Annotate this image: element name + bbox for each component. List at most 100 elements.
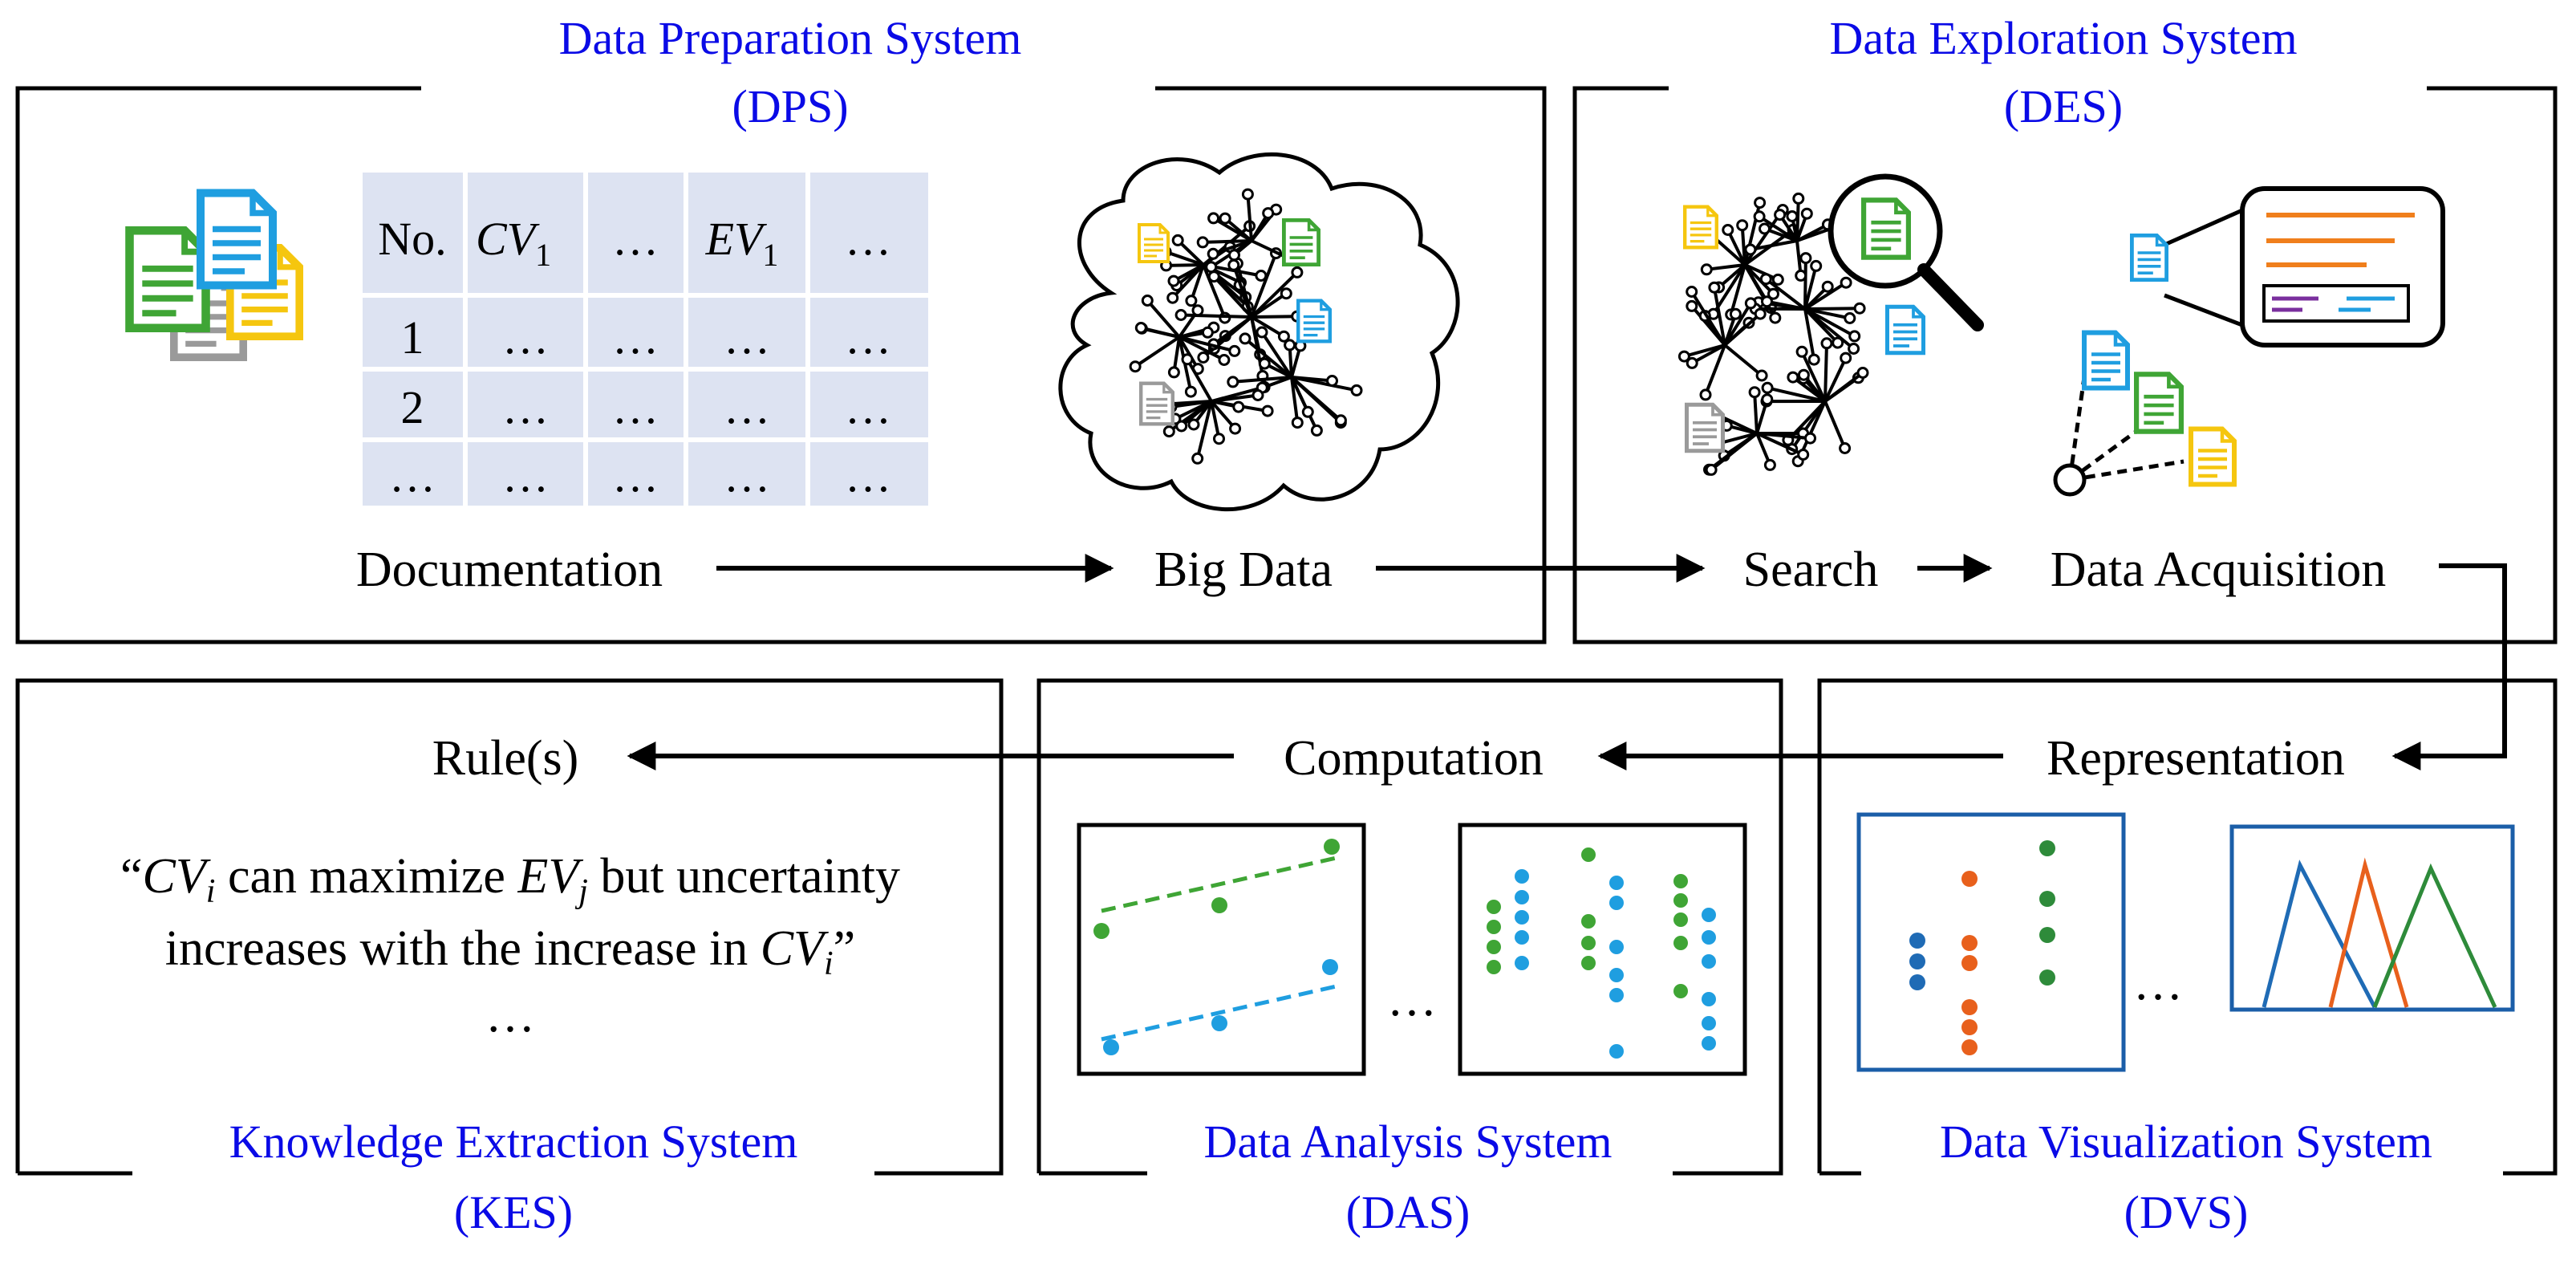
- strip-plot: [1458, 823, 1747, 1076]
- network-node: [1848, 343, 1860, 355]
- das-abbr: (DAS): [1346, 1186, 1471, 1238]
- network-node: [1218, 354, 1231, 366]
- network-node: [1767, 287, 1779, 300]
- network-node: [1291, 417, 1304, 429]
- network-edge: [1690, 291, 1726, 347]
- network-node: [1761, 381, 1774, 394]
- table-cell: …: [389, 449, 436, 502]
- network-edge: [1291, 376, 1333, 383]
- network-node: [1185, 295, 1198, 307]
- network-edge: [1765, 278, 1807, 311]
- network-node: [1326, 375, 1338, 387]
- das-frame: [1036, 678, 1783, 1176]
- network-node: [1754, 197, 1767, 209]
- das-title: Data Analysis System: [1203, 1116, 1612, 1168]
- label-representation: Representation: [2047, 731, 2345, 786]
- network-node: [1219, 212, 1231, 225]
- network-node: [1256, 326, 1268, 339]
- table-cell: …: [612, 381, 659, 433]
- network-node: [1191, 304, 1204, 317]
- network-node: [1800, 207, 1813, 220]
- network-node: [1197, 352, 1210, 364]
- network-node: [1699, 388, 1712, 401]
- network-edge: [1729, 264, 1746, 315]
- dps-frame: [15, 86, 1547, 644]
- quote-line-1: “CVi can maximize EVj but uncertainty: [120, 849, 900, 910]
- network-node: [1175, 420, 1188, 433]
- network-node: [1334, 414, 1347, 427]
- network-node: [1820, 337, 1833, 350]
- network-edge: [1759, 215, 1799, 242]
- network-edge: [1231, 264, 1253, 318]
- network-edge: [1178, 335, 1235, 353]
- table-cell: …: [612, 449, 659, 502]
- network-node: [1350, 384, 1363, 396]
- network-node: [1761, 393, 1774, 406]
- network-edge: [1712, 287, 1726, 346]
- network-edge: [1804, 307, 1856, 338]
- network-node: [1167, 366, 1180, 379]
- document-icon: [1888, 307, 1924, 353]
- document-icon: [2136, 374, 2181, 431]
- network-node: [1229, 422, 1242, 435]
- network-node: [1744, 297, 1757, 310]
- document-icon: [1138, 223, 1170, 263]
- label-computation: Computation: [1284, 731, 1544, 786]
- network-edge: [1823, 343, 1828, 402]
- table-row: 1 … … … …: [401, 311, 892, 364]
- network-edge: [1140, 326, 1180, 339]
- network-edge: [1243, 337, 1293, 379]
- network-node: [1232, 400, 1245, 413]
- network-edge: [1134, 335, 1181, 368]
- network-node: [1795, 345, 1808, 358]
- network-node: [1786, 210, 1799, 222]
- network-node: [1744, 243, 1757, 256]
- network-edge: [1178, 335, 1225, 362]
- network-node: [1251, 389, 1264, 401]
- network-node: [1277, 330, 1290, 343]
- network-edge: [1804, 307, 1851, 320]
- network-node: [1677, 350, 1690, 363]
- kes-frame: [15, 678, 1004, 1176]
- network-node: [1184, 385, 1197, 398]
- network-edge: [1232, 376, 1292, 384]
- table-cell: …: [502, 311, 549, 364]
- network-node: [1759, 273, 1772, 286]
- network-edge: [1190, 264, 1205, 302]
- network-edge: [1767, 386, 1826, 403]
- table-cell: …: [724, 311, 770, 364]
- network-node: [1736, 219, 1749, 232]
- dvs-frame: [1817, 678, 2558, 1176]
- label-rules: Rule(s): [432, 731, 579, 786]
- network-edge: [1290, 376, 1342, 422]
- table-grid: [363, 173, 928, 506]
- network-edge: [1753, 392, 1759, 434]
- network-node: [1207, 247, 1219, 260]
- network-node: [1853, 302, 1866, 315]
- network-edge: [1146, 299, 1181, 339]
- network-node: [1708, 281, 1721, 294]
- network-node: [1848, 330, 1861, 343]
- network-edge: [1212, 239, 1252, 256]
- network-node: [1191, 452, 1204, 465]
- network-edge: [1823, 371, 1864, 403]
- network-node: [1141, 295, 1154, 307]
- network-edge: [1186, 358, 1213, 402]
- network-edge: [1170, 400, 1212, 408]
- network-node: [1686, 299, 1698, 312]
- quote-ellipsis: …: [485, 988, 535, 1042]
- table-header-ellipsis: …: [612, 213, 659, 265]
- network-node: [1769, 311, 1782, 324]
- network-node: [1754, 307, 1767, 320]
- table-header-no: No.: [378, 213, 446, 265]
- network-edge: [1726, 229, 1746, 266]
- triangle-plot: [2229, 824, 2515, 1012]
- network-node: [1686, 356, 1698, 369]
- arrow-acquisition-to-representation: [2391, 563, 2507, 770]
- dps-abbr: (DPS): [732, 80, 848, 132]
- table-header-cv: CV1: [476, 213, 551, 273]
- table-header-ev: EV1: [705, 213, 779, 273]
- network-node: [1856, 367, 1869, 379]
- network-node: [1134, 322, 1147, 334]
